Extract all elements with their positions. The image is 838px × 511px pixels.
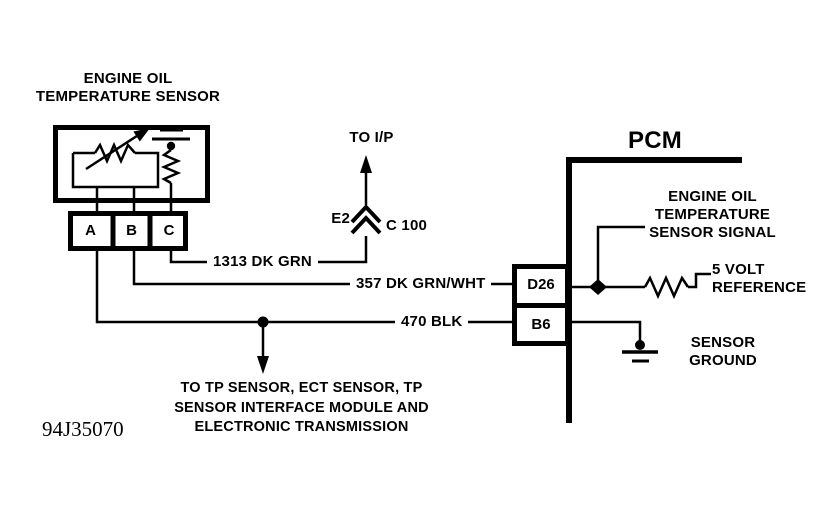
ground-branch <box>570 320 658 363</box>
reference-label-line1: 5 VOLT <box>712 261 765 278</box>
sensor-connector-box <box>68 211 188 251</box>
signal-branch <box>570 225 711 300</box>
junction-diamond <box>589 279 607 295</box>
sensor-box <box>53 125 210 203</box>
splice-destination-note: TO TP SENSOR, ECT SENSOR, TP SENSOR INTE… <box>159 379 444 438</box>
signal-label-line3: SENSOR SIGNAL <box>649 224 776 241</box>
ground-dot <box>635 340 645 350</box>
to-ip-label: TO I/P <box>349 129 394 146</box>
up-arrow-icon <box>360 155 372 173</box>
sensor-title-line1: ENGINE OIL <box>83 70 173 87</box>
pcm-title: PCM <box>628 127 682 154</box>
sensor-title-line2: TEMPERATURE SENSOR <box>35 88 221 105</box>
down-arrow-icon <box>257 356 269 374</box>
splice-note-line2: SENSOR INTERFACE MODULE AND <box>174 399 429 416</box>
splice-note-line1: TO TP SENSOR, ECT SENSOR, TP <box>180 380 423 396</box>
figure-number: 94J35070 <box>42 417 124 441</box>
terminal-a-label: A <box>85 222 96 239</box>
terminal-c-label: C <box>163 222 175 239</box>
sensor-title: ENGINE OIL TEMPERATURE SENSOR <box>28 70 228 106</box>
reference-label-line2: REFERENCE <box>712 279 807 296</box>
wire-470-blk <box>95 251 512 374</box>
c100-connector-label: C 100 <box>386 217 428 234</box>
signal-label: ENGINE OIL TEMPERATURE SENSOR SIGNAL <box>645 188 780 242</box>
sensor-ground-label: SENSOR GROUND <box>678 334 768 370</box>
signal-label-line2: TEMPERATURE <box>654 206 771 223</box>
pin-b6-label: B6 <box>531 316 551 333</box>
wire-1313-dk-grn <box>169 155 382 264</box>
splice-note-line3: ELECTRONIC TRANSMISSION <box>194 419 409 435</box>
ground-label-line1: SENSOR <box>690 334 756 351</box>
e2-terminal-label: E2 <box>331 210 350 227</box>
five-volt-reference-label: 5 VOLT REFERENCE <box>712 261 806 297</box>
terminal-b-label: B <box>126 222 137 239</box>
variable-resistor-icon <box>71 128 160 212</box>
internal-ground-dot <box>166 141 176 151</box>
signal-label-line1: ENGINE OIL <box>668 188 757 205</box>
wire-label-470-blk: 470 BLK <box>395 313 469 331</box>
thermistor-icon <box>152 128 190 212</box>
wire-label-1313-dk-grn: 1313 DK GRN <box>207 253 318 271</box>
pcm-connector-box <box>512 264 570 346</box>
connector-chevron-icon <box>350 204 382 224</box>
pin-d26-label: D26 <box>527 276 555 293</box>
wire-label-357-dk-grn-wht: 357 DK GRN/WHT <box>350 275 492 293</box>
resistor-icon <box>643 274 690 300</box>
ground-label-line2: GROUND <box>689 352 757 369</box>
